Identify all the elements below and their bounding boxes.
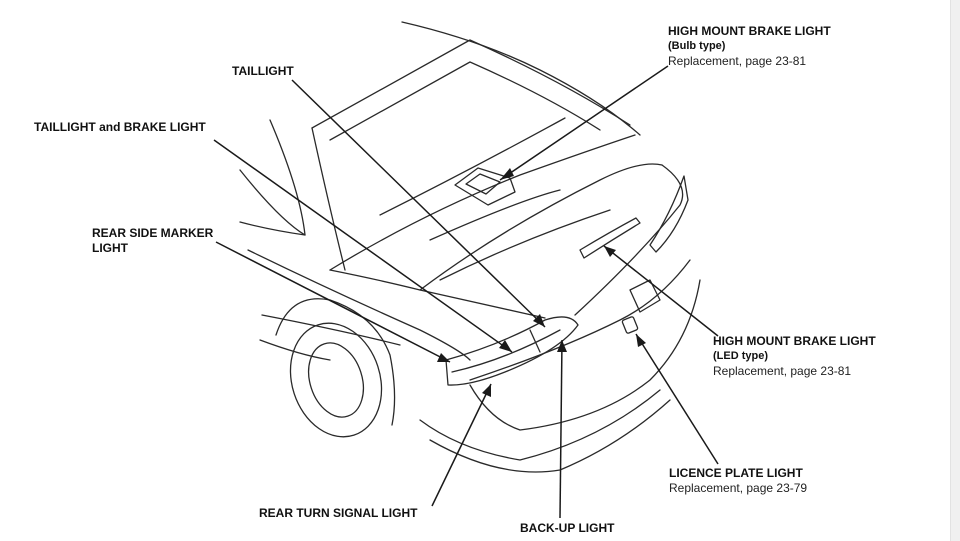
taillight-divider	[451, 329, 561, 373]
label-title: HIGH MOUNT BRAKE LIGHT	[668, 24, 831, 38]
leader-licence-plate	[635, 333, 719, 465]
label-title: LICENCE PLATE LIGHT	[669, 466, 803, 480]
leader-rear-turn-signal	[431, 383, 492, 507]
wheel-arch	[275, 298, 396, 426]
label-taillight-and-brake-light: TAILLIGHT and BRAKE LIGHT	[34, 120, 206, 135]
leader-back-up	[559, 339, 563, 519]
deck-line	[379, 117, 566, 216]
arrowhead-taillight	[533, 314, 545, 327]
label-rear-turn-signal-light: REAR TURN SIGNAL LIGHT	[259, 506, 417, 521]
label-title: TAILLIGHT and BRAKE LIGHT	[34, 120, 206, 134]
label-back-up-light: BACK-UP LIGHT	[520, 521, 614, 536]
label-rear-side-marker-light: REAR SIDE MARKER LIGHT	[92, 226, 213, 256]
trunk-lid-right	[574, 164, 684, 316]
trunk-crease	[439, 209, 611, 281]
trunk-lid-edge	[419, 163, 663, 291]
high-mount-bulb-inner	[465, 173, 501, 195]
bumper-face	[469, 279, 701, 431]
rear-window-bottom	[329, 134, 636, 271]
rear-rim	[307, 342, 365, 418]
label-title-line2: LIGHT	[92, 241, 128, 255]
side-lower	[261, 314, 401, 346]
label-reference: Replacement, page 23-81	[713, 364, 852, 378]
roof-line	[401, 21, 641, 136]
body-sill	[259, 339, 331, 361]
arrowhead-back-up	[557, 340, 567, 352]
rear-window-inner	[329, 61, 601, 141]
label-title: TAILLIGHT	[232, 64, 294, 78]
label-subtitle: (Bulb type)	[668, 40, 726, 52]
c-pillar-outer	[269, 119, 306, 236]
label-title: HIGH MOUNT BRAKE LIGHT	[713, 334, 876, 348]
label-title: REAR SIDE MARKER	[92, 226, 214, 240]
high-mount-bulb-housing	[454, 167, 516, 206]
label-reference: Replacement, page 23-81	[668, 54, 807, 68]
arrowhead-licence-plate	[636, 334, 646, 347]
arrowhead-high-mount-bulb	[500, 168, 514, 180]
arrowhead-high-mount-led	[604, 246, 616, 257]
bumper-bottom	[419, 389, 661, 461]
plate-light	[621, 316, 639, 334]
leader-high-mount-led	[603, 245, 719, 337]
left-taillight	[445, 316, 579, 386]
label-high-mount-brake-light-bulb: HIGH MOUNT BRAKE LIGHT (Bulb type) Repla…	[668, 24, 831, 69]
label-licence-plate-light: LICENCE PLATE LIGHT Replacement, page 23…	[669, 466, 807, 496]
trunk-lid-top	[329, 269, 546, 319]
rear-tire	[289, 322, 383, 438]
arrowhead-taillight-brake	[499, 340, 512, 352]
rear-window-top	[311, 39, 631, 129]
label-reference: Replacement, page 23-79	[669, 481, 808, 495]
side-body	[247, 249, 471, 361]
deck-line-2	[429, 189, 561, 241]
label-high-mount-brake-light-led: HIGH MOUNT BRAKE LIGHT (LED type) Replac…	[713, 334, 876, 379]
taillight-segment	[529, 329, 541, 353]
leader-high-mount-bulb	[499, 65, 669, 181]
label-title: REAR TURN SIGNAL LIGHT	[259, 506, 418, 520]
arrowhead-rear-side-marker	[437, 353, 450, 362]
plate-recess	[629, 279, 661, 313]
leader-taillight-brake	[213, 139, 513, 353]
scrollbar-track[interactable]	[950, 0, 960, 541]
leader-taillight	[291, 79, 546, 328]
bumper-top	[469, 259, 691, 381]
c-pillar	[311, 127, 346, 271]
arrowhead-rear-turn-signal	[482, 384, 491, 397]
spoiler	[579, 217, 641, 259]
label-subtitle: (LED type)	[713, 350, 768, 362]
label-title: BACK-UP LIGHT	[520, 521, 615, 535]
leader-rear-side-marker	[215, 241, 451, 363]
right-taillight	[649, 175, 689, 253]
quarter-panel	[239, 169, 306, 236]
label-taillight: TAILLIGHT	[232, 64, 294, 79]
